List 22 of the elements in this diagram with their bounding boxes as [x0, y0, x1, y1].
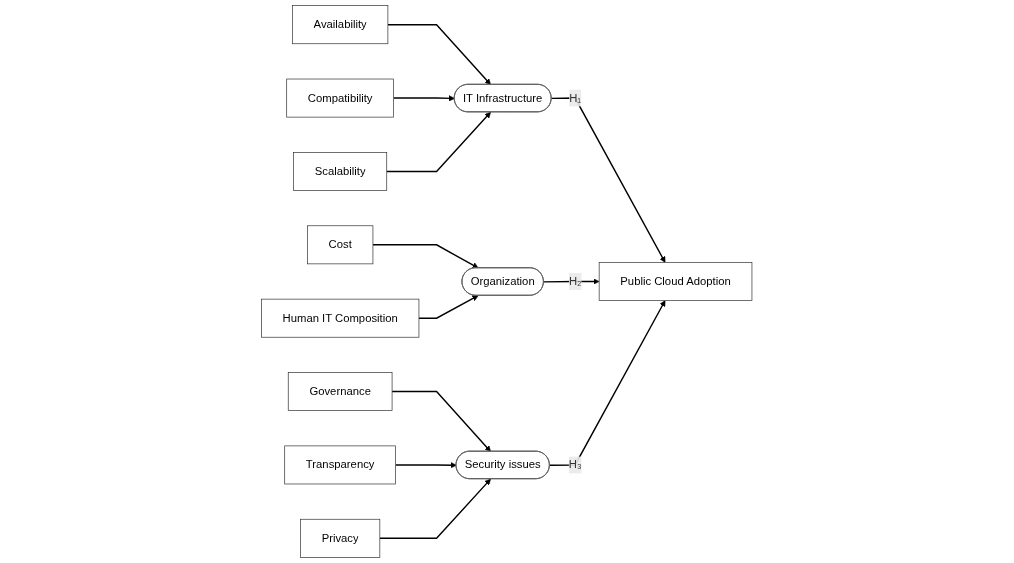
- node-box: Availability: [292, 5, 389, 45]
- edge-label: H₁: [569, 91, 582, 104]
- arrow: [387, 24, 492, 85]
- arrow: [395, 462, 457, 469]
- edge-label: H₃: [569, 458, 582, 471]
- arrow: [372, 244, 479, 269]
- arrow: [551, 97, 666, 263]
- arrow: [393, 95, 456, 102]
- edge-label: H₂: [569, 275, 582, 288]
- node-box: Privacy: [300, 518, 381, 558]
- node-box: Transparency: [284, 445, 397, 485]
- arrow: [391, 390, 492, 452]
- node-box: Public Cloud Adoption: [599, 262, 753, 301]
- arrow: [418, 295, 479, 319]
- node-box: Compatibility: [286, 78, 395, 118]
- arrow: [379, 478, 492, 539]
- arrow: [386, 111, 492, 173]
- node-box: Human IT Composition: [261, 298, 420, 338]
- node-box: Scalability: [293, 152, 388, 191]
- arrow: [549, 300, 666, 466]
- node-box: Governance: [288, 372, 393, 411]
- node-box: Cost: [307, 225, 374, 265]
